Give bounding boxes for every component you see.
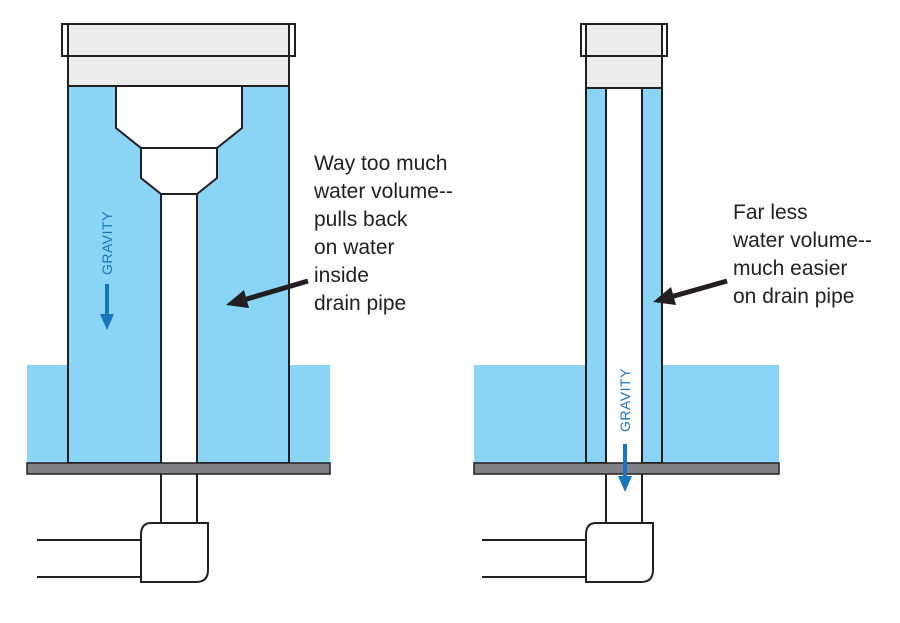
- right-diagram: GRAVITY Far less water volume-- much eas…: [473, 23, 878, 583]
- left-diagram: GRAVITY Way too much water volume-- pull…: [26, 23, 459, 583]
- right-gravity-label: GRAVITY: [617, 368, 633, 432]
- left-callout-text: Way too much water volume-- pulls back o…: [313, 152, 459, 315]
- left-callout-line-1: Way too much: [314, 152, 447, 175]
- left-cap-rim: [61, 23, 296, 57]
- right-callout-line-4: on drain pipe: [733, 285, 854, 308]
- right-callout-line-2: water volume--: [732, 229, 872, 252]
- down-arrow-icon: [618, 444, 632, 492]
- left-funnel-top: [115, 85, 243, 149]
- left-callout-line-2: water volume--: [313, 180, 453, 203]
- right-elbow: [585, 522, 654, 583]
- left-funnel-bottom: [140, 147, 218, 195]
- left-callout-line-5: inside: [314, 264, 369, 287]
- right-callout-line-1: Far less: [733, 201, 808, 224]
- left-base-plate: [26, 462, 331, 475]
- arrow-pointer-icon: [653, 278, 728, 305]
- down-arrow-icon: [100, 284, 114, 330]
- arrow-pointer-icon: [226, 278, 309, 308]
- right-cap-rim: [580, 23, 668, 57]
- left-callout-line-6: drain pipe: [314, 292, 406, 315]
- left-callout-line-3: pulls back: [314, 208, 408, 231]
- left-elbow: [140, 522, 209, 583]
- right-callout-line-3: much easier: [733, 257, 847, 280]
- left-drain-pipe: [160, 193, 198, 531]
- left-gravity-label: GRAVITY: [99, 211, 115, 275]
- left-callout-line-4: on water: [314, 236, 395, 259]
- right-callout-text: Far less water volume-- much easier on d…: [732, 201, 878, 308]
